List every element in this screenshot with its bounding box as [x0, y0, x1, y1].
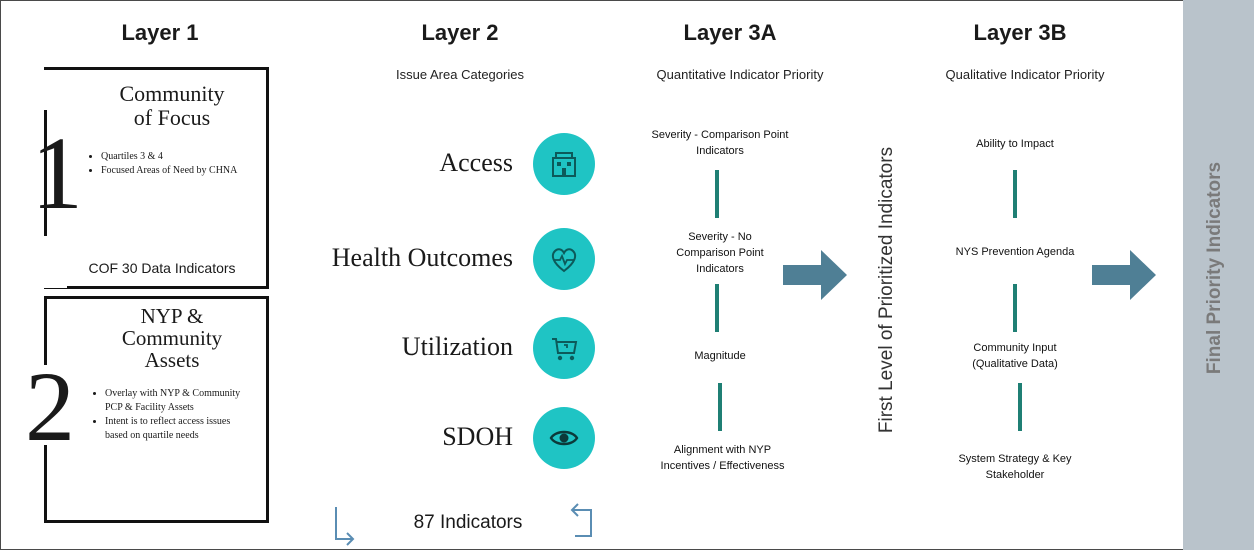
return-arrow-left-icon: [335, 507, 355, 546]
category-access: Access: [439, 148, 513, 177]
box1-bullet: Quartiles 3 & 4: [101, 150, 261, 164]
layer3b-subtitle: Qualitative Indicator Priority: [945, 67, 1105, 82]
box1-footer: COF 30 Data Indicators: [88, 260, 236, 276]
box2-title-line1: NYP &: [140, 304, 204, 328]
arrow-right-icon: [783, 250, 847, 300]
layer3a-title: Layer 3A: [683, 20, 777, 45]
first-level-label: First Level of Prioritized Indicators: [876, 146, 897, 434]
eye-icon: [549, 430, 579, 446]
cart-icon: [552, 338, 578, 361]
quant-step-3: Magnitude: [694, 350, 746, 362]
indicators-count: 87 Indicators: [413, 512, 523, 533]
heart-pulse-icon: [551, 248, 577, 273]
layer3a-subtitle: Quantitative Indicator Priority: [656, 67, 824, 82]
layer2-subtitle: Issue Area Categories: [396, 67, 524, 82]
qual-step-4: System Strategy & Key Stakeholder: [958, 453, 1072, 481]
box1-title-line1: Community: [119, 81, 225, 106]
arrow-right-icon: [1092, 250, 1156, 300]
connector-bar: [1013, 170, 1017, 218]
box1-bullet: Focused Areas of Need by CHNA: [101, 164, 261, 178]
quant-step-4: Alignment with NYP Incentives / Effectiv…: [660, 444, 785, 472]
return-arrow-right-icon: [570, 503, 592, 537]
quant-step-2: Severity - No Comparison Point Indicator…: [676, 231, 764, 275]
layer1-title: Layer 1: [121, 20, 199, 45]
box2-title-line3: Assets: [144, 348, 200, 372]
layer3b-title: Layer 3B: [973, 20, 1067, 45]
community-of-focus-box: 1 Community of Focus Quartiles 3 & 4 Foc…: [31, 67, 269, 289]
category-health-outcomes: Health Outcomes: [331, 243, 513, 272]
box2-bullet: Intent is to reflect access issues based…: [105, 415, 255, 443]
access-circle: [533, 133, 595, 195]
health-outcomes-circle: [533, 228, 595, 290]
box1-bullets: Quartiles 3 & 4 Focused Areas of Need by…: [85, 150, 261, 178]
building-icon: [552, 152, 576, 177]
connector-bar: [715, 170, 719, 218]
qual-step-2: NYS Prevention Agenda: [955, 246, 1075, 258]
box1-title-line2: of Focus: [133, 105, 211, 130]
box2-bullet: Overlay with NYP & Community PCP & Facil…: [105, 387, 255, 415]
nyp-community-assets-box: 2 NYP & Community Assets Overlay with NY…: [25, 296, 269, 523]
box2-bullets: Overlay with NYP & Community PCP & Facil…: [89, 387, 255, 443]
layer2-number: 2: [25, 351, 75, 462]
layer1-number: 1: [31, 116, 83, 231]
category-utilization: Utilization: [401, 332, 513, 361]
final-panel: [1183, 0, 1254, 550]
layer2-title: Layer 2: [421, 20, 499, 45]
qual-step-1: Ability to Impact: [976, 138, 1054, 150]
quant-step-1: Severity - Comparison Point Indicators: [651, 129, 789, 157]
box2-title-line2: Community: [121, 326, 223, 350]
connector-bar: [718, 383, 722, 431]
sdoh-circle: [533, 407, 595, 469]
final-priority-label: Final Priority Indicators: [1204, 161, 1225, 375]
connector-bar: [1013, 284, 1017, 332]
connector-bar: [1018, 383, 1022, 431]
qual-step-3: Community Input (Qualitative Data): [972, 342, 1058, 370]
connector-bar: [715, 284, 719, 332]
utilization-circle: [533, 317, 595, 379]
category-sdoh: SDOH: [442, 422, 513, 451]
